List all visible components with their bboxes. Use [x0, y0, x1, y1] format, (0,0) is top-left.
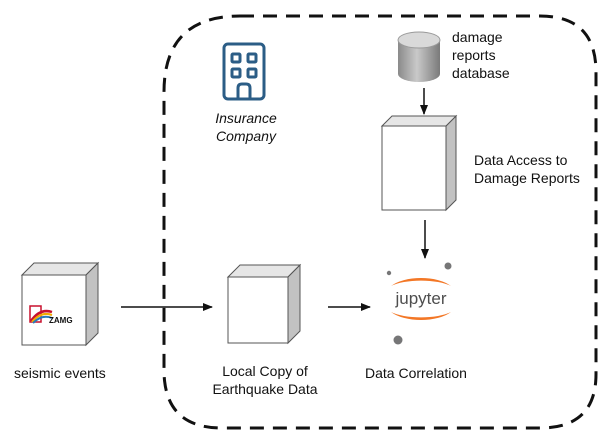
database-label-line3: database: [452, 65, 510, 81]
jupyter-logo: jupyter: [386, 262, 452, 345]
database-label: damage reports database: [452, 28, 532, 82]
insurance-boundary: [162, 14, 598, 430]
local-copy-cube: [226, 263, 302, 345]
database-label-line2: reports: [452, 47, 496, 63]
data-access-label-line2: Damage Reports: [474, 170, 580, 186]
insurance-label-line1: Insurance: [215, 110, 277, 126]
jupyter-logo-text: jupyter: [394, 289, 446, 308]
data-access-label-line1: Data Access to: [474, 152, 568, 168]
local-copy-label-line1: Local Copy of: [222, 363, 308, 379]
insurance-company-label: Insurance Company: [203, 109, 289, 145]
local-copy-label: Local Copy of Earthquake Data: [210, 362, 320, 398]
insurance-label-line2: Company: [216, 128, 276, 144]
data-access-cube: [380, 114, 458, 212]
local-copy-label-line2: Earthquake Data: [212, 381, 318, 397]
zamg-logo-text: ZAMG: [49, 316, 73, 325]
database-label-line1: damage: [452, 29, 503, 45]
zamg-logo: ZAMG: [29, 305, 73, 325]
data-correlation-label: Data Correlation: [365, 365, 467, 381]
seismic-events-label: seismic events: [14, 365, 106, 381]
data-access-label: Data Access to Damage Reports: [474, 151, 594, 187]
seismic-cube: [20, 261, 100, 347]
database-cylinder-icon: [397, 31, 441, 82]
building-icon: [222, 42, 266, 101]
